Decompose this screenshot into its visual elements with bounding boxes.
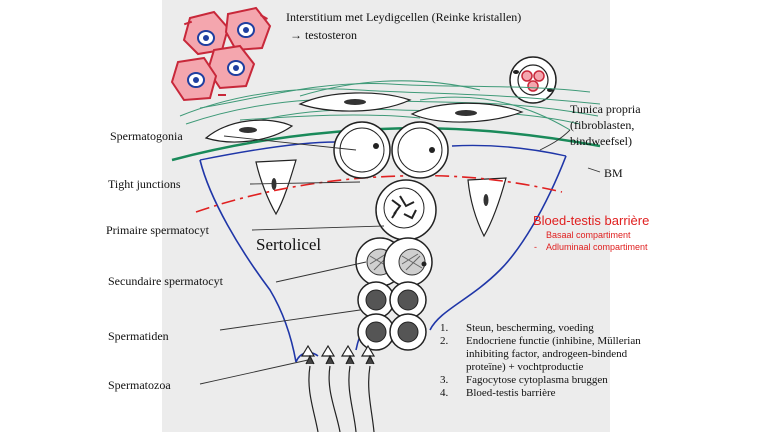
leydig-cells [170, 6, 272, 102]
barrier-sub-adluminal: Adluminaal compartiment [546, 242, 648, 252]
function-text: Endocriene functie (inhibine, Müllerian … [466, 335, 641, 373]
tunica-label-line2: (fibroblasten, [570, 118, 635, 132]
sertolicel-label: Sertolicel [256, 235, 322, 254]
interstitium-label: Interstitium met Leydigcellen (Reinke kr… [286, 10, 522, 24]
function-number: 4. [440, 387, 449, 399]
function-text: Fagocytose cytoplasma bruggen [466, 374, 608, 386]
function-item: 2. Endocriene functie (inhibine, Mülleri… [440, 335, 650, 374]
testosteron-label: → testosteron [290, 28, 357, 42]
function-number: 3. [440, 374, 449, 386]
blood-vessel [509, 56, 557, 104]
tunica-label-line3: bindweefsel) [570, 134, 632, 148]
function-number: 2. [440, 335, 449, 347]
barrier-sub-dash: - [534, 242, 537, 252]
sertoli-functions-list: 1. Steun, bescherming, voeding 2. Endocr… [440, 322, 650, 400]
sertoli-nuclei [255, 159, 507, 238]
barrier-sub-basal: Basaal compartiment [546, 230, 631, 240]
spermatozoa-cells [300, 344, 376, 432]
spermatogonia-cells [333, 121, 449, 179]
primary-spermatocyte-cell [375, 179, 437, 241]
function-number: 1. [440, 322, 449, 334]
barrier-title: Bloed-testis barrière [533, 213, 650, 228]
spermatid-cells [357, 281, 427, 351]
secondary-spermatocyte-cells [355, 237, 433, 287]
tight-junctions-label: Tight junctions [108, 177, 181, 191]
sertoli-cell-outline [199, 159, 376, 363]
barrier-line [195, 174, 563, 213]
function-text: Steun, bescherming, voeding [466, 322, 594, 334]
function-item: 3. Fagocytose cytoplasma bruggen [440, 374, 650, 387]
function-item: 4. Bloed-testis barrière [440, 387, 650, 400]
function-item: 1. Steun, bescherming, voeding [440, 322, 650, 335]
function-text: Bloed-testis barrière [466, 387, 556, 399]
secundaire-spermatocyt-label: Secundaire spermatocyt [108, 274, 223, 288]
spermatogonia-label: Spermatogonia [110, 129, 183, 143]
bm-label: BM [604, 166, 623, 180]
spermatozoa-label: Spermatozoa [108, 378, 171, 392]
primaire-spermatocyt-label: Primaire spermatocyt [106, 223, 209, 237]
leader-lines [199, 129, 601, 385]
spermatiden-label: Spermatiden [108, 329, 169, 343]
tunica-label-line1: Tunica propria [570, 102, 641, 116]
